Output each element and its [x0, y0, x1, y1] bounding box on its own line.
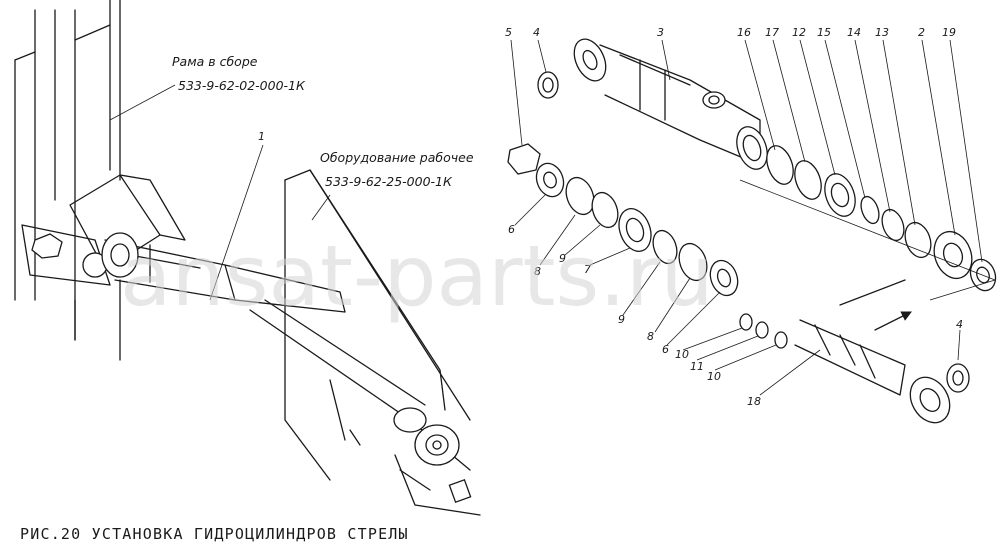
part-number-labels: 1 5 4 3 16 17 12 15 14 13 2 19 6 8 9 7 9…	[258, 26, 963, 408]
part-number-4: 4	[956, 318, 963, 331]
part-number-9: 9	[559, 252, 566, 265]
part-number-1: 1	[258, 130, 265, 143]
lower-seal-set	[535, 162, 970, 393]
part-number-4: 4	[533, 26, 540, 39]
part-number-13: 13	[875, 26, 889, 39]
exploded-frame-line	[929, 279, 996, 301]
leader-lines	[109, 39, 983, 396]
part-number-2: 2	[918, 26, 925, 39]
exploded-frame-line	[739, 179, 996, 281]
equipment-ref-code: 533-9-62-25-000-1К	[325, 174, 453, 189]
part-number-15: 15	[817, 26, 831, 39]
part-number-10: 10	[707, 370, 721, 383]
part-number-14: 14	[847, 26, 861, 39]
part-number-11: 11	[690, 360, 704, 373]
part-number-16: 16	[737, 26, 751, 39]
upper-seal-set	[507, 71, 997, 292]
working-equipment-assembly	[249, 169, 481, 516]
part-number-6: 6	[508, 223, 515, 236]
part-number-12: 12	[792, 26, 806, 39]
part-number-19: 19	[942, 26, 956, 39]
frame-ref-title: Рама в сборе	[172, 54, 258, 69]
frame-assembly	[14, 0, 346, 361]
part-number-3: 3	[657, 26, 664, 39]
piston-rod-part-18	[794, 279, 951, 424]
part-number-17: 17	[765, 26, 779, 39]
equipment-ref-title: Оборудование рабочее	[320, 150, 474, 165]
part-number-8: 8	[534, 265, 541, 278]
part-number-18: 18	[747, 395, 761, 408]
part-number-7: 7	[584, 263, 591, 276]
part-number-10: 10	[675, 348, 689, 361]
frame-ref-code: 533-9-62-02-000-1К	[178, 78, 306, 93]
part-number-6: 6	[662, 343, 669, 356]
cylinder-body-part-3	[573, 38, 768, 170]
part-number-8: 8	[647, 330, 654, 343]
part-number-9: 9	[618, 313, 625, 326]
figure-caption: РИС.20 УСТАНОВКА ГИДРОЦИЛИНДРОВ СТРЕЛЫ	[20, 525, 409, 543]
watermark: ansat-parts.ru	[120, 227, 714, 325]
part-number-5: 5	[505, 26, 512, 39]
